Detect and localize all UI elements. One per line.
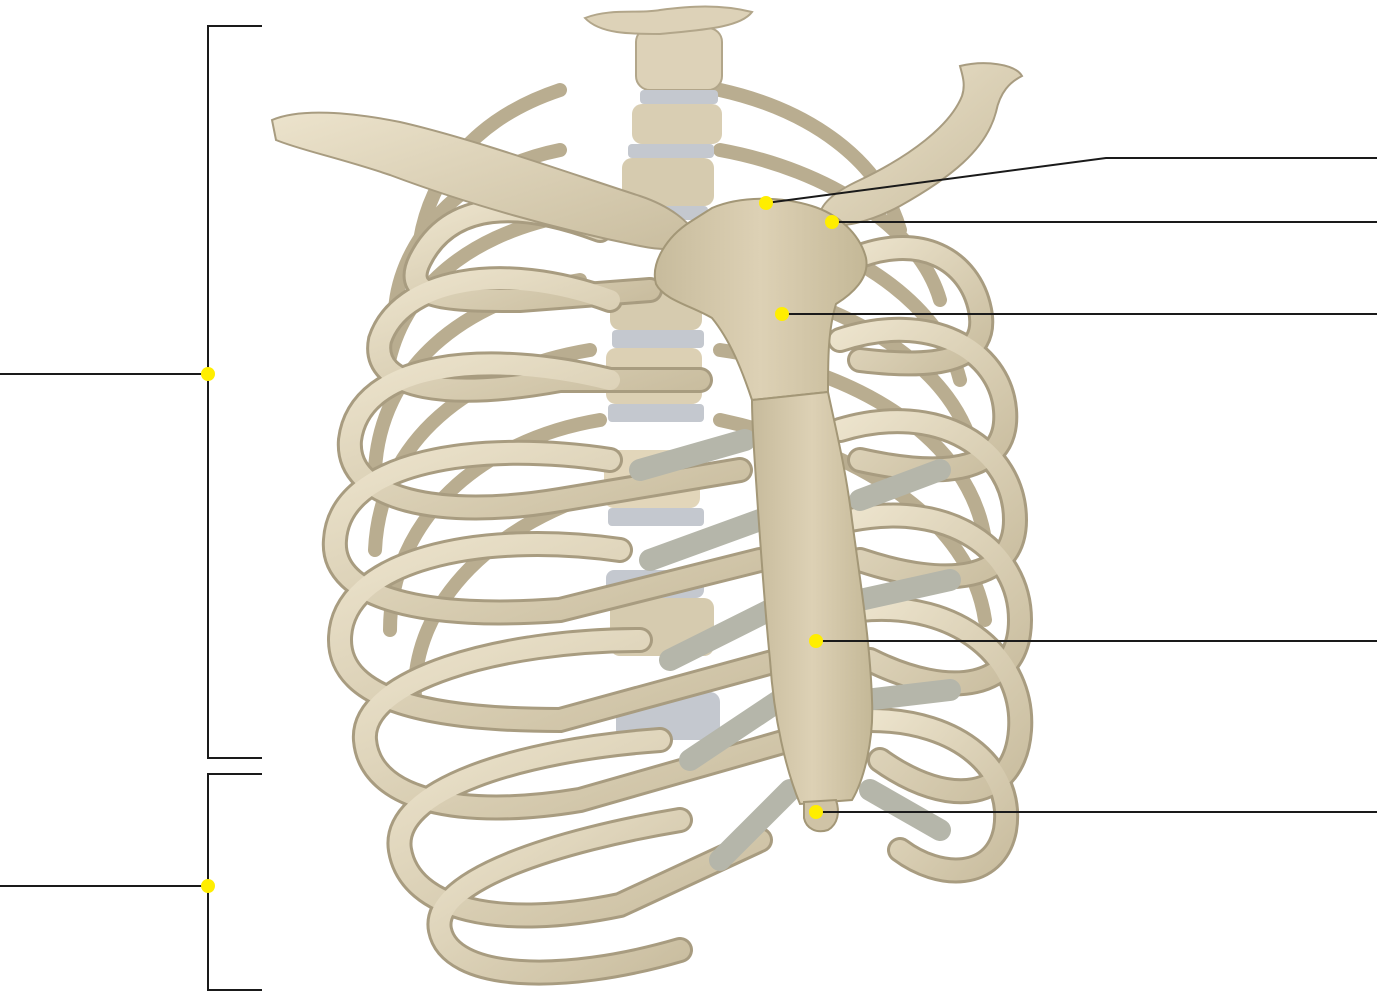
marker-right-4[interactable] [809,634,823,648]
marker-left-lower[interactable] [201,879,215,893]
marker-right-1[interactable] [759,196,773,210]
false-ribs-bracket [208,774,262,990]
marker-right-5[interactable] [809,805,823,819]
marker-right-3[interactable] [775,307,789,321]
marker-left-upper[interactable] [201,367,215,381]
marker-right-2[interactable] [825,215,839,229]
left-brackets [0,26,262,990]
true-ribs-bracket [208,26,262,758]
